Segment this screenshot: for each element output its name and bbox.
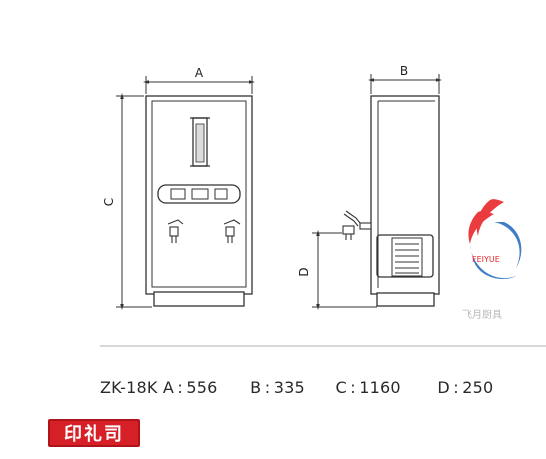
dimension-d	[312, 230, 377, 310]
spec-d: D : 250	[437, 378, 494, 397]
dimension-a	[143, 76, 255, 94]
control-panel	[157, 184, 241, 204]
spec-b: B : 335	[250, 378, 305, 397]
front-view	[145, 95, 253, 307]
spec-model-a: ZK-18K A : 556	[100, 378, 218, 397]
tap-right	[223, 219, 241, 243]
spec-row: ZK-18K A : 556 B : 335 C : 1160 D : 250	[100, 378, 493, 397]
spec-c: C : 1160	[335, 378, 401, 397]
watermark-brand-cn: 飞月厨具	[462, 309, 502, 321]
side-vent	[376, 234, 434, 278]
dimension-b-label: B	[400, 64, 408, 78]
watermark-logo	[468, 199, 522, 280]
dimension-c	[116, 93, 152, 310]
side-tap	[342, 210, 372, 240]
dimension-c-label: C	[102, 198, 116, 206]
dimension-d-label: D	[297, 267, 311, 276]
side-view	[342, 95, 440, 307]
tap-left	[167, 219, 184, 243]
dimension-b	[368, 74, 442, 94]
seal-stamp: 印礼司	[48, 419, 140, 447]
dimension-a-label: A	[195, 66, 204, 80]
watermark-brand-en: FEIYUE	[472, 255, 500, 264]
